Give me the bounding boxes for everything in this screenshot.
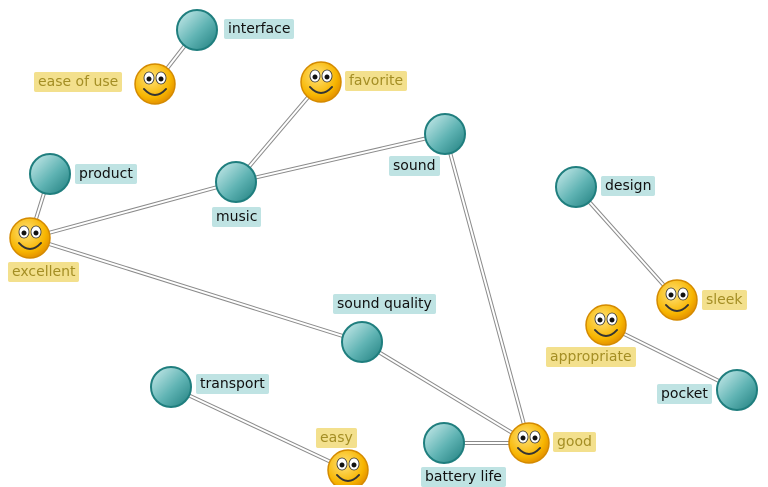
topic-node-product[interactable] <box>29 153 71 195</box>
smiley-icon-good[interactable] <box>508 422 550 464</box>
node-label-favorite: favorite <box>345 71 408 91</box>
node-label-good: good <box>553 432 596 452</box>
node-label-design: design <box>601 176 656 196</box>
node-label-sound: sound <box>389 156 440 176</box>
edge-music-sound <box>235 132 446 184</box>
node-label-sleek: sleek <box>702 290 747 310</box>
smiley-icon-appropriate[interactable] <box>585 304 627 346</box>
smiley-icon-easy[interactable] <box>327 449 369 485</box>
nodes-layer <box>9 9 758 485</box>
edge-transport-easy <box>170 385 349 472</box>
edge-sound-quality-good <box>360 340 531 445</box>
node-label-music: music <box>212 207 262 227</box>
topic-node-design[interactable] <box>555 166 597 208</box>
smiley-icon-sleek[interactable] <box>656 279 698 321</box>
node-label-product: product <box>75 164 137 184</box>
smiley-icon-excellent[interactable] <box>9 217 51 259</box>
node-label-interface: interface <box>224 19 295 39</box>
edge-sound-good <box>443 133 531 444</box>
node-label-pocket: pocket <box>657 384 712 404</box>
node-label-sound-quality: sound quality <box>333 294 436 314</box>
edges-layer <box>28 28 738 472</box>
edge-excellent-sound-quality <box>29 236 363 344</box>
topic-node-transport[interactable] <box>150 366 192 408</box>
topic-node-battery-life[interactable] <box>423 422 465 464</box>
node-label-transport: transport <box>196 374 269 394</box>
node-label-ease-of-use: ease of use <box>34 72 123 92</box>
node-label-easy: easy <box>316 428 357 448</box>
topic-node-interface[interactable] <box>176 9 218 51</box>
topic-node-sound-quality[interactable] <box>341 321 383 363</box>
edge-favorite-music <box>234 80 323 184</box>
edge-music-excellent <box>29 180 237 240</box>
topic-node-pocket[interactable] <box>716 369 758 411</box>
node-label-excellent: excellent <box>8 262 80 282</box>
edge-appropriate-pocket <box>605 323 738 392</box>
node-label-battery-life: battery life <box>421 467 506 487</box>
node-label-appropriate: appropriate <box>546 347 636 367</box>
topic-node-music[interactable] <box>215 161 257 203</box>
smiley-icon-favorite[interactable] <box>300 61 342 103</box>
smiley-icon-ease-of-use[interactable] <box>134 63 176 105</box>
edge-design-sleek <box>574 185 679 302</box>
topic-node-sound[interactable] <box>424 113 466 155</box>
